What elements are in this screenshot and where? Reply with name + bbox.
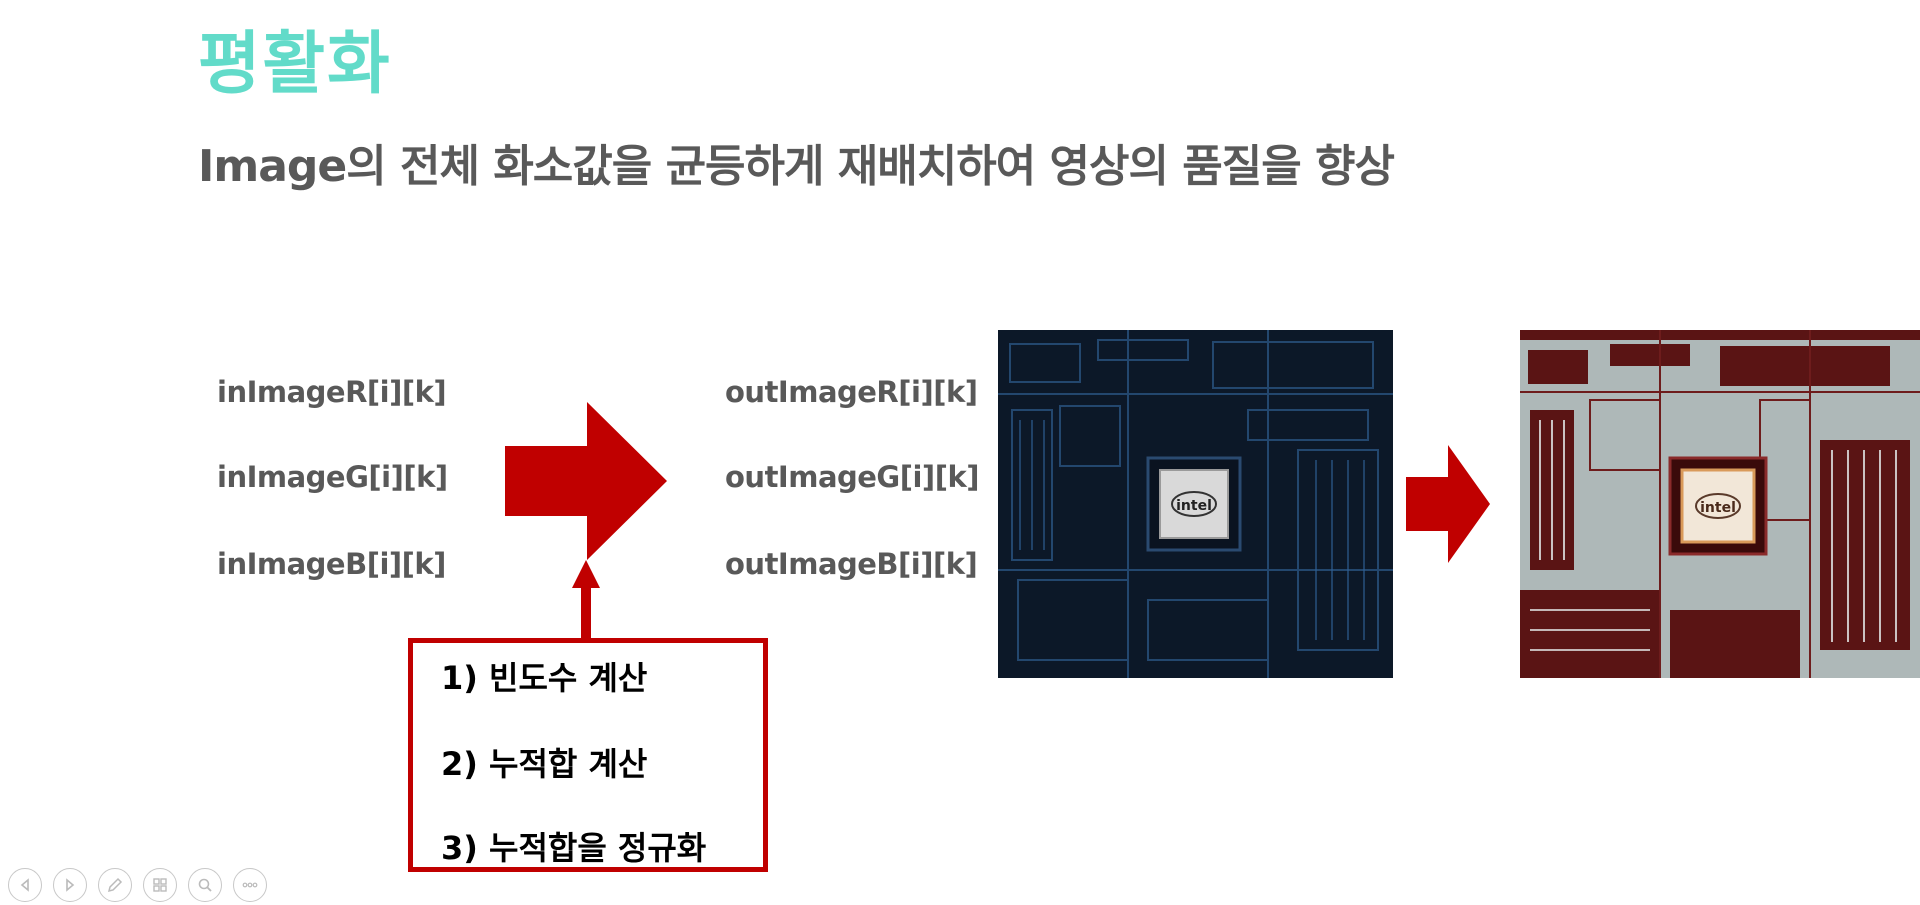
previous-slide-button[interactable] — [8, 868, 42, 902]
up-arrow-icon — [572, 560, 600, 640]
motherboard-photo-after: intel — [1520, 330, 1920, 678]
more-icon — [242, 882, 258, 888]
previous-icon — [20, 878, 29, 892]
steps-box: 1) 빈도수 계산 2) 누적합 계산 3) 누적합을 정규화 — [408, 638, 768, 872]
next-slide-button[interactable] — [53, 868, 87, 902]
before-chip-label: intel — [1176, 498, 1212, 514]
after-chip-label: intel — [1700, 500, 1736, 516]
slide-title: 평활화 — [198, 25, 392, 104]
output-label-g: outImageG[i][k] — [725, 460, 979, 494]
slide-subtitle: Image의 전체 화소값을 균등하게 재배치하여 영상의 품질을 향상 — [198, 141, 1395, 192]
input-label-g: inImageG[i][k] — [217, 460, 448, 494]
zoom-icon — [198, 878, 212, 892]
input-label-b: inImageB[i][k] — [217, 547, 446, 581]
step-item-1: 1) 빈도수 계산 — [441, 659, 648, 697]
transform-arrow-icon — [505, 402, 667, 560]
presentation-nav — [8, 868, 267, 902]
see-all-slides-button[interactable] — [143, 868, 177, 902]
result-arrow-icon — [1406, 445, 1490, 563]
zoom-button[interactable] — [188, 868, 222, 902]
output-label-b: outImageB[i][k] — [725, 547, 978, 581]
slides-grid-icon — [153, 878, 167, 892]
step-item-2: 2) 누적합 계산 — [441, 745, 648, 783]
next-icon — [66, 878, 75, 892]
more-options-button[interactable] — [233, 868, 267, 902]
output-label-r: outImageR[i][k] — [725, 375, 978, 409]
step-item-3: 3) 누적합을 정규화 — [441, 829, 707, 867]
pen-icon — [107, 877, 123, 893]
motherboard-photo-before: intel — [998, 330, 1393, 678]
pen-tool-button[interactable] — [98, 868, 132, 902]
input-label-r: inImageR[i][k] — [217, 375, 447, 409]
